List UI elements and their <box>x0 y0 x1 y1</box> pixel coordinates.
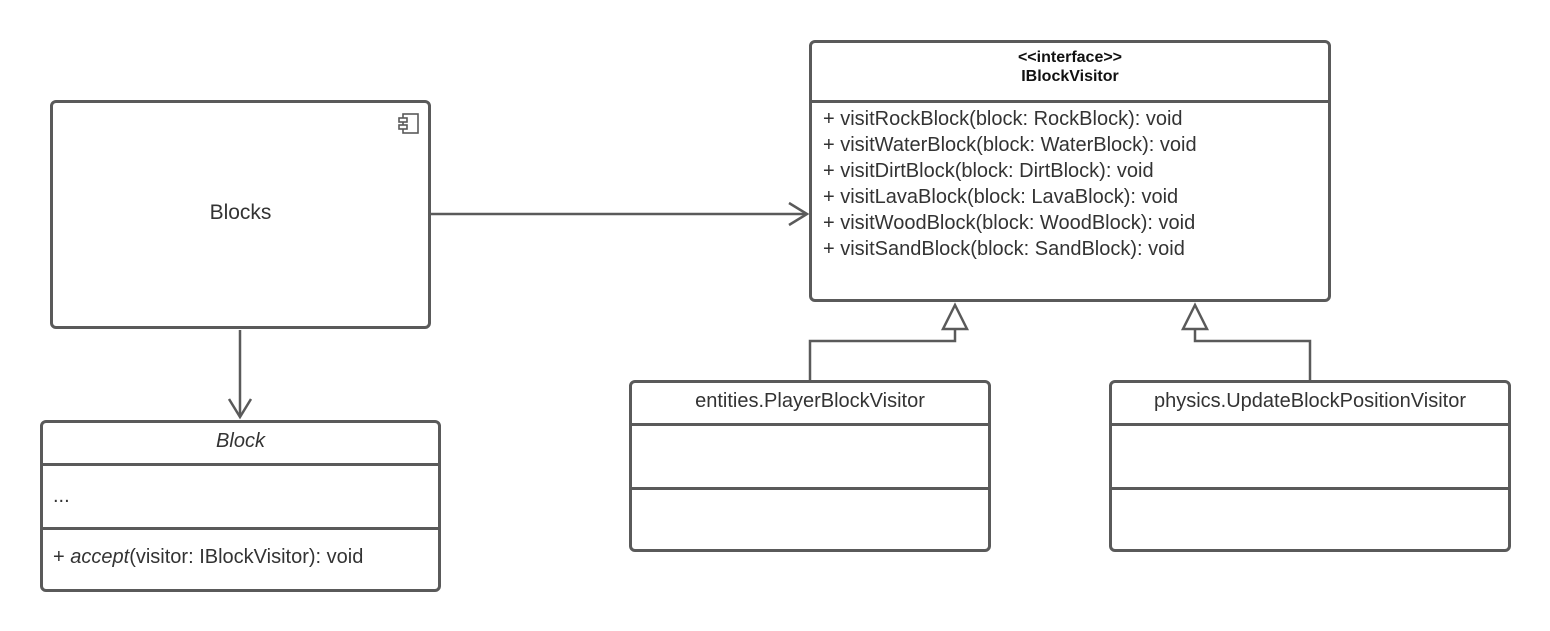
class-player-block-visitor[interactable]: entities.PlayerBlockVisitor <box>629 380 991 552</box>
methods-compartment: + accept(visitor: IBlockVisitor): void <box>43 527 438 570</box>
class-name: Block <box>216 430 265 452</box>
class-header: physics.UpdateBlockPositionVisitor <box>1112 383 1508 423</box>
interface-header: <<interface>> IBlockVisitor <box>812 43 1328 100</box>
interface-stereotype: <<interface>> <box>1017 49 1123 66</box>
dependency-arrowhead-block <box>227 398 253 420</box>
interface-method: + visitWaterBlock(block: WaterBlock): vo… <box>823 134 1197 156</box>
methods-compartment <box>632 487 988 490</box>
realization-line-player <box>808 329 957 380</box>
interface-method: + visitRockBlock(block: RockBlock): void <box>823 108 1183 130</box>
interface-method: + visitWoodBlock(block: WoodBlock): void <box>823 212 1196 234</box>
component-icon <box>398 113 419 134</box>
method-prefix: + <box>53 546 71 568</box>
class-block[interactable]: Block ... + accept(visitor: IBlockVisito… <box>40 420 441 592</box>
interface-iblockvisitor[interactable]: <<interface>> IBlockVisitor + visitRockB… <box>809 40 1331 302</box>
class-update-block-position-visitor[interactable]: physics.UpdateBlockPositionVisitor <box>1109 380 1511 552</box>
realization-triangle-update <box>1180 302 1210 331</box>
interface-methods: + visitRockBlock(block: RockBlock): void… <box>812 100 1328 262</box>
attributes-compartment <box>632 423 988 487</box>
class-header: Block <box>43 423 438 463</box>
interface-method: + visitLavaBlock(block: LavaBlock): void <box>823 186 1179 208</box>
class-name: entities.PlayerBlockVisitor <box>695 390 925 412</box>
interface-method: + visitDirtBlock(block: DirtBlock): void <box>823 160 1154 182</box>
realization-line-update <box>1193 329 1312 380</box>
method-signature: (visitor: IBlockVisitor): void <box>129 546 364 568</box>
class-name: physics.UpdateBlockPositionVisitor <box>1153 390 1466 412</box>
realization-triangle-player <box>940 302 970 331</box>
attributes-compartment <box>1112 423 1508 487</box>
dependency-arrowhead-interface <box>788 201 810 227</box>
interface-name: IBlockVisitor <box>1021 68 1119 85</box>
method-accept: + accept(visitor: IBlockVisitor): void <box>53 546 363 568</box>
component-label: Blocks <box>209 201 272 224</box>
method-name: accept <box>70 546 130 568</box>
class-header: entities.PlayerBlockVisitor <box>632 383 988 423</box>
component-blocks[interactable]: Blocks <box>50 100 431 329</box>
methods-compartment <box>1112 487 1508 490</box>
attributes-text: ... <box>53 485 70 507</box>
attributes-compartment: ... <box>43 463 438 527</box>
interface-method: + visitSandBlock(block: SandBlock): void <box>823 238 1185 260</box>
